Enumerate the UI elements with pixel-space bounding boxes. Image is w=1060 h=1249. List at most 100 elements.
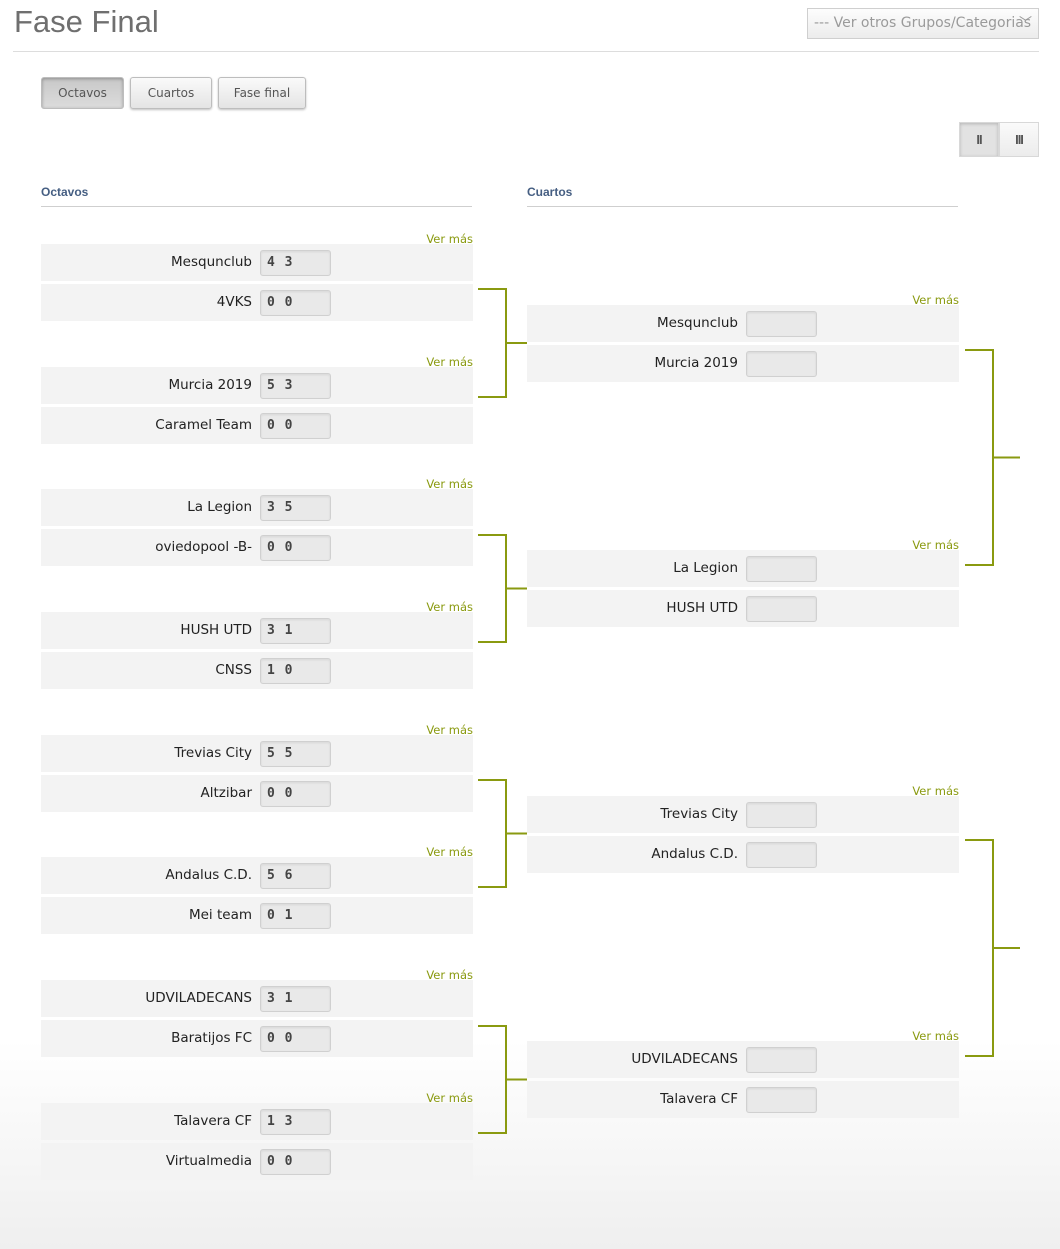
team-row: Andalus C.D. (527, 836, 959, 873)
ver-mas-link[interactable]: Ver más (426, 232, 473, 246)
ver-mas-link[interactable]: Ver más (426, 1091, 473, 1105)
ver-mas-link[interactable]: Ver más (426, 355, 473, 369)
team-row: Talavera CF 1 3 (41, 1103, 473, 1140)
score-box (746, 556, 817, 582)
team-name: 4VKS (216, 294, 252, 310)
team-name: Murcia 2019 (168, 377, 252, 393)
team-row: Mesqunclub (527, 305, 959, 342)
team-name: Andalus C.D. (165, 867, 252, 883)
tab-fase-final[interactable]: Fase final (218, 77, 306, 109)
two-columns-view-button[interactable]: II (959, 122, 999, 157)
score-box: 3 1 (260, 618, 331, 644)
team-name: HUSH UTD (180, 622, 252, 638)
team-name: Virtualmedia (165, 1153, 252, 1169)
score-box (746, 842, 817, 868)
score-box: 0 0 (260, 413, 331, 439)
score-box: 4 3 (260, 250, 331, 276)
team-row: La Legion (527, 550, 959, 587)
team-row: oviedopool -B- 0 0 (41, 529, 473, 566)
team-row: Murcia 2019 (527, 345, 959, 382)
view-toggle: II III (959, 122, 1039, 157)
score-box: 0 0 (260, 290, 331, 316)
score-box: 5 5 (260, 741, 331, 767)
group-select[interactable]: --- Ver otros Grupos/Categorias ﹀ (807, 8, 1039, 39)
team-name: Talavera CF (660, 1091, 738, 1107)
bracket-connector-line (478, 288, 527, 398)
team-row: Trevias City 5 5 (41, 735, 473, 772)
bracket-connector-line (965, 839, 1020, 1057)
ver-mas-link[interactable]: Ver más (912, 293, 959, 307)
ver-mas-link[interactable]: Ver más (426, 723, 473, 737)
ver-mas-link[interactable]: Ver más (912, 538, 959, 552)
octavos-column-title: Octavos (41, 185, 472, 207)
score-box: 0 0 (260, 1149, 331, 1175)
ver-mas-link[interactable]: Ver más (426, 477, 473, 491)
team-row: La Legion 3 5 (41, 489, 473, 526)
score-box: 3 1 (260, 986, 331, 1012)
team-row: Caramel Team 0 0 (41, 407, 473, 444)
score-box (746, 596, 817, 622)
ver-mas-link[interactable]: Ver más (426, 845, 473, 859)
team-row: UDVILADECANS 3 1 (41, 980, 473, 1017)
score-box: 5 6 (260, 863, 331, 889)
bracket-connector-line (965, 349, 1020, 566)
cuartos-column-title: Cuartos (527, 185, 958, 207)
team-row: 4VKS 0 0 (41, 284, 473, 321)
team-name: UDVILADECANS (631, 1051, 738, 1067)
team-row: UDVILADECANS (527, 1041, 959, 1078)
score-box: 5 3 (260, 373, 331, 399)
score-box (746, 1087, 817, 1113)
team-row: CNSS 1 0 (41, 652, 473, 689)
ver-mas-link[interactable]: Ver más (426, 600, 473, 614)
team-name: Mei team (188, 907, 252, 923)
bracket-connector-line (478, 1025, 527, 1134)
team-row: Murcia 2019 5 3 (41, 367, 473, 404)
ver-mas-link[interactable]: Ver más (912, 1029, 959, 1043)
team-name: HUSH UTD (666, 600, 738, 616)
score-box: 1 0 (260, 658, 331, 684)
bracket-connector-line (478, 779, 527, 888)
tab-cuartos[interactable]: Cuartos (130, 77, 212, 109)
score-box (746, 351, 817, 377)
three-columns-view-button[interactable]: III (999, 122, 1039, 157)
ver-mas-link[interactable]: Ver más (426, 968, 473, 982)
score-box (746, 1047, 817, 1073)
team-name: CNSS (215, 662, 252, 678)
team-name: Baratijos FC (171, 1030, 252, 1046)
score-box: 0 0 (260, 1026, 331, 1052)
team-name: La Legion (187, 499, 252, 515)
team-row: Baratijos FC 0 0 (41, 1020, 473, 1057)
team-row: HUSH UTD (527, 590, 959, 627)
team-name: La Legion (673, 560, 738, 576)
team-row: Mesqunclub 4 3 (41, 244, 473, 281)
team-name: oviedopool -B- (155, 539, 252, 555)
team-name: Trevias City (660, 806, 738, 822)
header-divider (13, 51, 1039, 52)
team-name: Talavera CF (174, 1113, 252, 1129)
team-row: Andalus C.D. 5 6 (41, 857, 473, 894)
team-row: Mei team 0 1 (41, 897, 473, 934)
round-tabs: Octavos Cuartos Fase final (41, 77, 306, 109)
team-row: HUSH UTD 3 1 (41, 612, 473, 649)
score-box (746, 311, 817, 337)
team-row: Trevias City (527, 796, 959, 833)
team-name: UDVILADECANS (145, 990, 252, 1006)
ver-mas-link[interactable]: Ver más (912, 784, 959, 798)
score-box: 0 0 (260, 781, 331, 807)
team-name: Andalus C.D. (651, 846, 738, 862)
team-name: Trevias City (174, 745, 252, 761)
score-box: 0 1 (260, 903, 331, 929)
score-box: 0 0 (260, 535, 331, 561)
team-name: Caramel Team (155, 417, 252, 433)
team-name: Mesqunclub (171, 254, 252, 270)
team-row: Talavera CF (527, 1081, 959, 1118)
bracket-connector-line (478, 534, 527, 643)
score-box: 1 3 (260, 1109, 331, 1135)
score-box: 3 5 (260, 495, 331, 521)
team-name: Mesqunclub (657, 315, 738, 331)
tab-octavos[interactable]: Octavos (41, 77, 124, 109)
chevron-down-icon: ﹀ (1018, 16, 1032, 31)
team-name: Murcia 2019 (654, 355, 738, 371)
team-row: Virtualmedia 0 0 (41, 1143, 473, 1180)
